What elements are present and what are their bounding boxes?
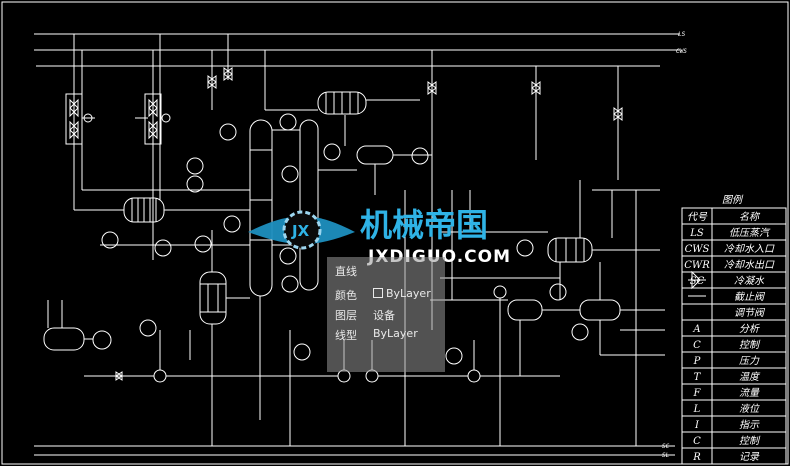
legend-cell-code: T [694, 372, 702, 383]
legend-cell-name: 分析 [739, 323, 760, 335]
legend-cell-code: CWS [685, 244, 710, 255]
pipe-label-sc: SC [662, 443, 670, 450]
legend-cell-name: 温度 [739, 371, 761, 383]
legend-cell-code: SC [690, 276, 705, 287]
legend-cell-name: 低压蒸汽 [729, 227, 771, 239]
legend-cell-code: CWR [684, 260, 710, 271]
tooltip-color-value: ByLayer [386, 287, 431, 300]
tooltip-color-label: 颜色 [335, 289, 357, 302]
tooltip-linetype-value: ByLayer [373, 327, 418, 340]
legend-cell-name: 流量 [739, 387, 760, 399]
watermark: JX 机械帝国 JXDIGUO.COM [248, 206, 510, 267]
pipe-label-ls: LS [678, 31, 686, 38]
legend-cell-code: LS [689, 228, 704, 239]
legend-cell-name: 冷却水出口 [724, 259, 775, 271]
tooltip-color-value-wrap: ByLayer [373, 287, 431, 300]
legend-cell-code: R [692, 452, 701, 463]
legend-cell-code: C [693, 340, 701, 351]
legend-cell-name: 压力 [739, 355, 760, 367]
legend-cell-code: F [693, 388, 702, 399]
legend-title: 图例 [722, 194, 744, 206]
object-properties-tooltip: 直线 颜色 ByLayer 图层 设备 线型 ByLayer [327, 257, 445, 372]
tooltip-title: 直线 [335, 265, 357, 278]
watermark-emblem-text: JX [291, 222, 310, 240]
tooltip-layer-value: 设备 [373, 309, 395, 322]
tooltip-layer-label: 图层 [335, 309, 357, 322]
legend-cell-name: 控制 [739, 339, 761, 351]
legend-header-code: 代号 [687, 211, 708, 223]
legend-cell-name: 冷却水入口 [724, 243, 775, 255]
swatch-icon [373, 288, 383, 298]
legend-header-name: 名称 [739, 211, 761, 223]
legend-cell-name: 液位 [739, 403, 760, 415]
legend-cell-code: I [694, 420, 700, 431]
legend-cell-code: P [693, 356, 701, 367]
pipe-label-cws: CWS [676, 48, 687, 55]
watermark-title: 机械帝国 [360, 206, 488, 244]
legend-cell-code: C [693, 436, 701, 447]
legend-cell-code: L [693, 404, 701, 415]
tooltip-linetype-label: 线型 [335, 329, 357, 342]
gear-emblem-icon [282, 210, 322, 250]
legend-cell-code: A [692, 324, 700, 335]
legend-cell-name: 记录 [739, 451, 760, 463]
legend-cell-name: 截止阀 [734, 291, 766, 303]
legend-cell-name: 冷凝水 [734, 275, 765, 287]
pipe-label-sl: SL [662, 452, 670, 459]
legend-cell-name: 调节阀 [734, 307, 766, 319]
legend-cell-name: 控制 [739, 435, 761, 447]
legend-cell-name: 指示 [739, 419, 760, 431]
